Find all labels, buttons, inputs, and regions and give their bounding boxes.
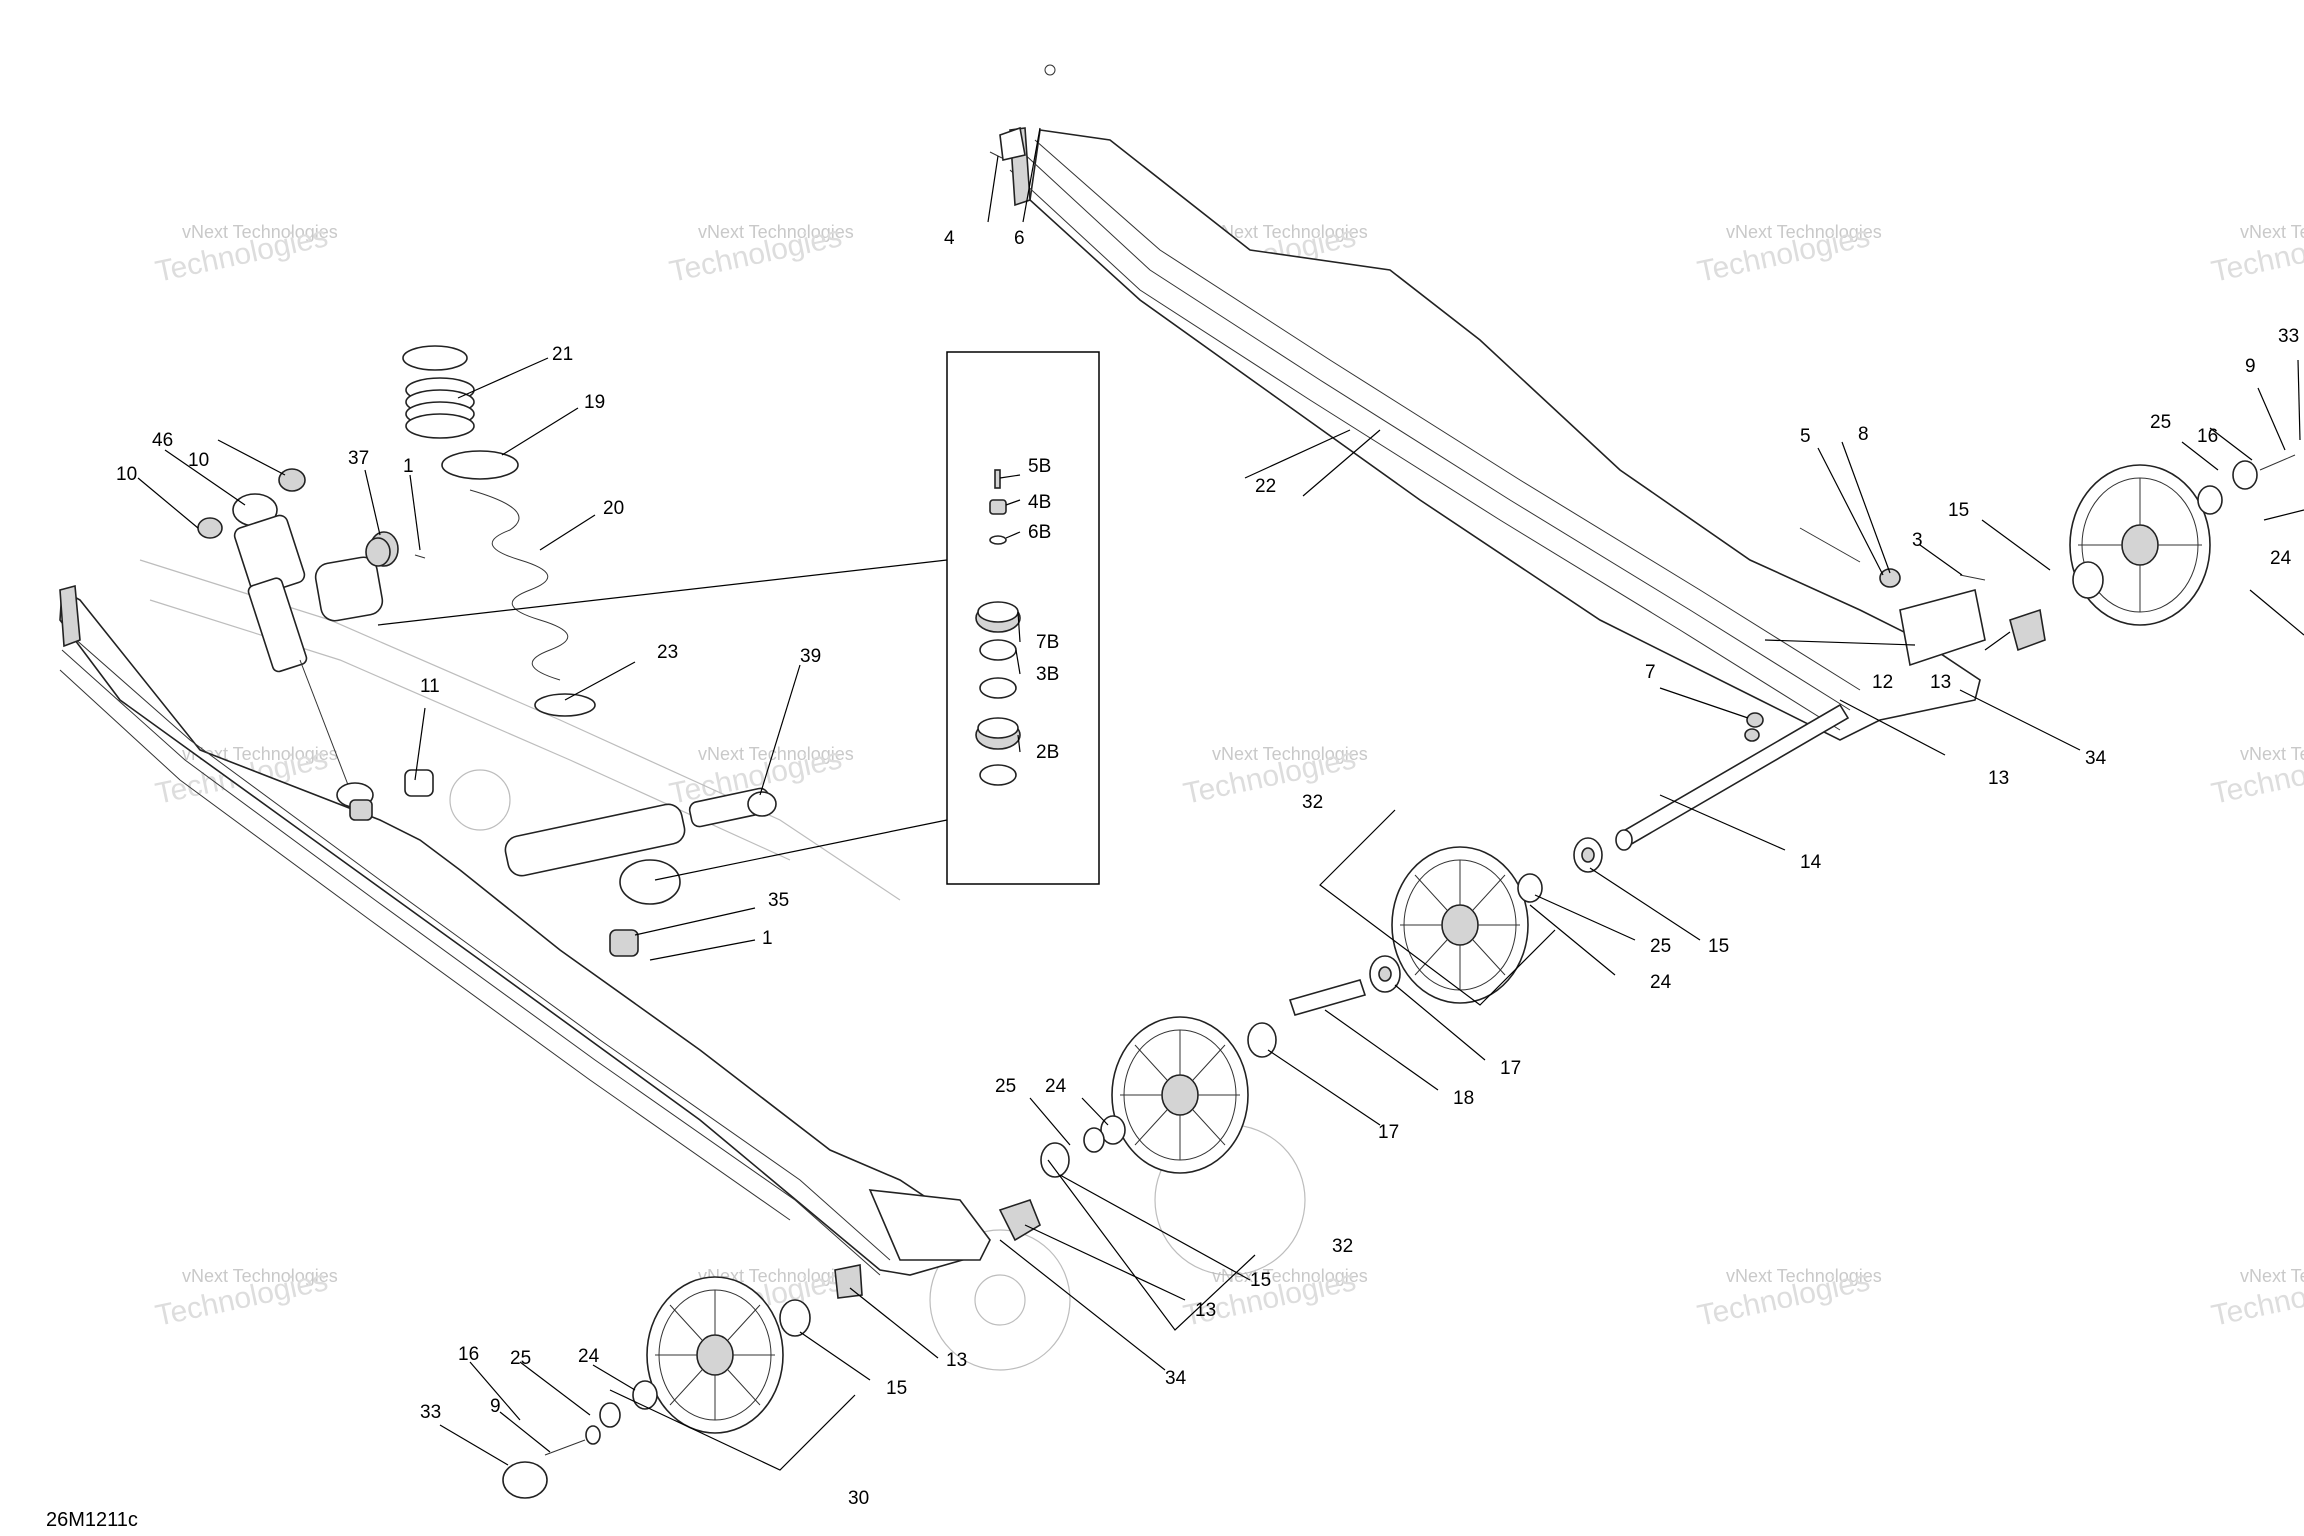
callout-13-b: 13 xyxy=(1988,768,2009,789)
wheel-lower-center xyxy=(1111,1016,1249,1174)
watermark: vNext Technologies Technologies xyxy=(153,220,338,289)
callout-22: 22 xyxy=(1255,476,1276,497)
callout-33-a: 33 xyxy=(2278,326,2299,347)
callout-13-d: 13 xyxy=(946,1350,967,1371)
callout-15-a: 15 xyxy=(1948,500,1969,521)
callout-18: 18 xyxy=(1453,1088,1474,1109)
svg-text:vNext Technologies: vNext Technologies xyxy=(2240,744,2304,764)
callout-25-a: 25 xyxy=(2150,412,2171,433)
wheel-upper-center xyxy=(1391,846,1529,1004)
watermark-group: vNext Technologies Technologies vNext Te… xyxy=(153,220,2304,1333)
watermark: vNext Technologies Technologies xyxy=(667,220,854,289)
watermark: vNext Technologies Technologies xyxy=(2209,1264,2304,1333)
callout-17-a: 17 xyxy=(1500,1058,1521,1079)
callout-12: 12 xyxy=(1872,672,1893,693)
leader-lines xyxy=(137,127,2304,1466)
callout-1-b: 1 xyxy=(762,928,773,949)
callout-46: 46 xyxy=(152,430,173,451)
callout-9-a: 9 xyxy=(2245,356,2256,377)
callout-21: 21 xyxy=(552,344,573,365)
callout-1-a: 1 xyxy=(403,456,414,477)
callout-10-b: 10 xyxy=(116,464,137,485)
callout-17-b: 17 xyxy=(1378,1122,1399,1143)
callout-labels: 4 6 22 5 8 3 15 25 16 9 33 24 12 13 34 7… xyxy=(116,228,2299,1509)
ghost-rail-background xyxy=(139,559,1306,1371)
wheel-right-edge xyxy=(2069,464,2211,626)
callout-23: 23 xyxy=(657,642,678,663)
svg-text:vNext Technologies: vNext Technologies xyxy=(1212,1266,1368,1286)
second-shock xyxy=(504,787,777,957)
svg-text:vNext Technologies: vNext Technologies xyxy=(1726,1266,1882,1286)
callout-25-c: 25 xyxy=(995,1076,1016,1097)
callout-33-b: 33 xyxy=(420,1402,441,1423)
callout-10-a: 10 xyxy=(188,450,209,471)
callout-24-c: 24 xyxy=(1045,1076,1067,1097)
left-rail xyxy=(59,584,991,1276)
callout-15-c: 15 xyxy=(1250,1270,1271,1291)
callout-2b: 2B xyxy=(1036,742,1059,763)
callout-20: 20 xyxy=(603,498,624,519)
watermark: vNext Technologies Technologies xyxy=(2209,742,2304,811)
callout-34-a: 34 xyxy=(2085,748,2107,769)
callout-35: 35 xyxy=(768,890,789,911)
callout-11: 11 xyxy=(420,676,440,697)
callout-3b: 3B xyxy=(1036,664,1059,685)
svg-text:vNext Technologies: vNext Technologies xyxy=(2240,1266,2304,1286)
callout-34-b: 34 xyxy=(1165,1368,1187,1389)
svg-text:vNext Technologies: vNext Technologies xyxy=(698,744,854,764)
callout-25-d: 25 xyxy=(510,1348,531,1369)
right-rail xyxy=(1009,64,1981,741)
callout-16-b: 16 xyxy=(458,1344,479,1365)
callout-32-b: 32 xyxy=(1332,1236,1353,1257)
spring-assembly xyxy=(402,345,596,717)
watermark: vNext Technologies Technologies xyxy=(153,1264,338,1333)
svg-text:vNext Technologies: vNext Technologies xyxy=(182,1266,338,1286)
rail-rear-hardware xyxy=(989,126,2046,742)
svg-text:vNext Technologies: vNext Technologies xyxy=(182,222,338,242)
callout-13-c: 13 xyxy=(1195,1300,1216,1321)
watermark: vNext Technologies Technologies xyxy=(1695,220,1882,289)
callout-7: 7 xyxy=(1645,662,1656,683)
watermark: vNext Technologies Technologies xyxy=(1695,1264,1882,1333)
callout-25-b: 25 xyxy=(1650,936,1671,957)
callout-39: 39 xyxy=(800,646,821,667)
callout-13-a: 13 xyxy=(1930,672,1951,693)
cross-shaft xyxy=(1615,703,1850,851)
callout-24-b: 24 xyxy=(1650,972,1672,993)
callout-37: 37 xyxy=(348,448,369,469)
callout-24-d: 24 xyxy=(578,1346,600,1367)
callout-8: 8 xyxy=(1858,424,1869,445)
wheel-bottom-left xyxy=(646,1276,784,1434)
callout-24-a: 24 xyxy=(2270,548,2292,569)
bearings-and-washers xyxy=(502,454,2296,1499)
detail-kit-box xyxy=(377,351,1100,885)
callout-32-a: 32 xyxy=(1302,792,1323,813)
callout-7b: 7B xyxy=(1036,632,1059,653)
svg-text:vNext Technologies: vNext Technologies xyxy=(1212,222,1368,242)
callout-15-b: 15 xyxy=(1708,936,1729,957)
callout-15-d: 15 xyxy=(886,1378,907,1399)
watermark: vNext Technologies Technologies xyxy=(2209,220,2304,289)
callout-19: 19 xyxy=(584,392,605,413)
svg-text:vNext Technologies: vNext Technologies xyxy=(2240,222,2304,242)
svg-text:vNext Technologies: vNext Technologies xyxy=(1726,222,1882,242)
watermark: vNext Technologies Technologies xyxy=(1181,742,1368,811)
callout-4b: 4B xyxy=(1028,492,1051,513)
callout-14: 14 xyxy=(1800,852,1822,873)
svg-text:vNext Technologies: vNext Technologies xyxy=(1212,744,1368,764)
callout-4: 4 xyxy=(944,228,955,249)
svg-text:vNext Technologies: vNext Technologies xyxy=(698,222,854,242)
shock-hardware xyxy=(197,468,434,821)
callout-6: 6 xyxy=(1014,228,1025,249)
callout-6b: 6B xyxy=(1028,522,1051,543)
callout-9-b: 9 xyxy=(490,1396,501,1417)
callout-5b: 5B xyxy=(1028,456,1051,477)
callout-3: 3 xyxy=(1912,530,1923,551)
callout-16-a: 16 xyxy=(2197,426,2218,447)
diagram-code: 26M1211c xyxy=(46,1509,138,1531)
callout-5: 5 xyxy=(1800,426,1811,447)
callout-30: 30 xyxy=(848,1488,869,1509)
grouping-brackets xyxy=(609,589,2304,1471)
